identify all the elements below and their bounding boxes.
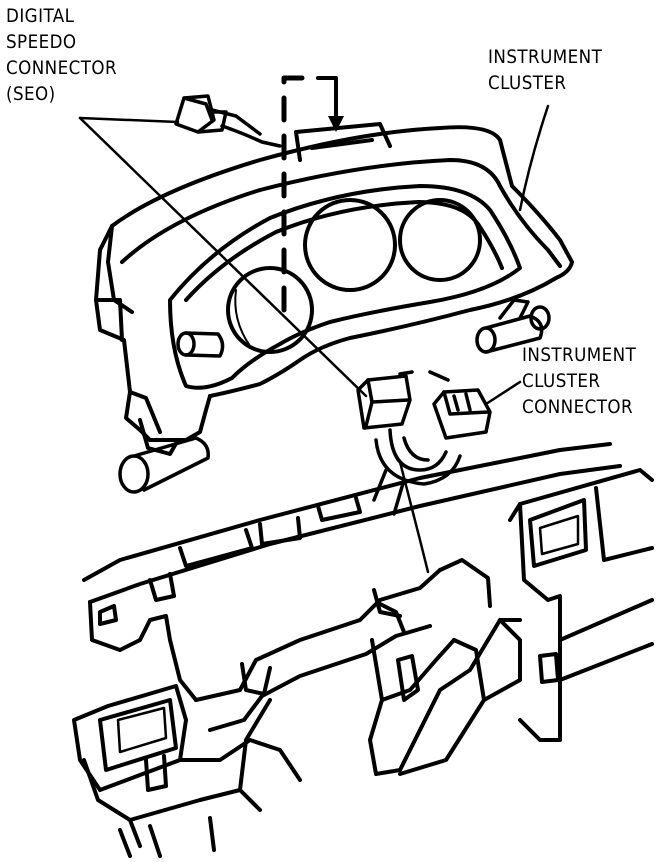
cluster-connector-plugs xyxy=(356,374,492,440)
label-line: SPEEDO xyxy=(6,31,77,53)
dashed-arrow-marker xyxy=(281,75,344,313)
gauge-dials xyxy=(226,198,482,354)
label-line: CLUSTER xyxy=(488,72,567,94)
label-line: CLUSTER xyxy=(522,370,601,392)
dash-lower-structure xyxy=(82,442,622,732)
label-line: INSTRUMENT xyxy=(522,344,637,366)
label-digital-speedo-connector: DIGITAL SPEEDO CONNECTOR (SEO) xyxy=(6,3,117,107)
label-line: CONNECTOR xyxy=(6,57,118,79)
label-line: CONNECTOR xyxy=(522,396,634,418)
center-console-bracket xyxy=(368,618,522,776)
instrument-cluster-housing xyxy=(94,122,574,456)
seo-connector xyxy=(174,94,282,148)
lower-left-vent xyxy=(72,684,302,858)
label-line: (SEO) xyxy=(6,83,56,105)
label-instrument-cluster: INSTRUMENT CLUSTER xyxy=(488,44,602,96)
callout-leaders xyxy=(78,104,550,574)
right-side-panel xyxy=(508,468,654,742)
wiring-harness xyxy=(372,370,462,516)
mounting-pegs xyxy=(118,298,551,494)
label-line: DIGITAL xyxy=(6,5,75,27)
label-instrument-cluster-connector: INSTRUMENT CLUSTER CONNECTOR xyxy=(522,342,636,420)
label-line: INSTRUMENT xyxy=(488,46,603,68)
